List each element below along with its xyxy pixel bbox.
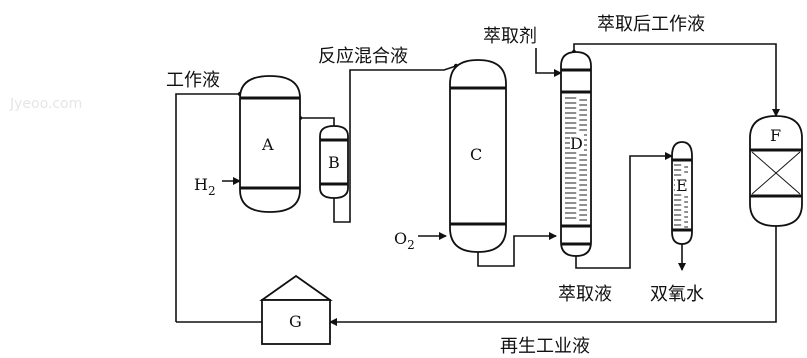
- vessel-b: B: [319, 125, 349, 199]
- working-liquid-label: 工作液: [166, 70, 220, 91]
- working-liquid-pipe: [175, 93, 240, 322]
- label-backdrop: [675, 176, 689, 194]
- unit-label-f: F: [770, 126, 781, 145]
- regenerator-f: F: [749, 115, 803, 227]
- unit-label-a: A: [261, 135, 274, 154]
- reactor-a: A: [239, 75, 301, 213]
- unit-label-e: E: [676, 176, 688, 195]
- oxygen-label: O2: [394, 229, 415, 252]
- reaction-mixture-label: 反应混合液: [318, 46, 408, 67]
- oxidizer-c: C: [449, 59, 507, 253]
- extracted-working-liquid-label: 萃取后工作液: [597, 14, 705, 35]
- a-to-b-pipe: [300, 117, 335, 126]
- unit-g: G: [259, 274, 333, 345]
- unit-label-d: D: [570, 134, 583, 153]
- unit-label-c: C: [470, 145, 482, 164]
- extractant-pipe: [535, 48, 562, 77]
- extracted-working-liquid-pipe: [573, 43, 780, 117]
- regenerated-liquid-pipe: [329, 226, 777, 326]
- unit-label-g: G: [289, 312, 302, 331]
- extractant-label: 萃取剂: [483, 26, 537, 47]
- unit-label-b: B: [328, 153, 340, 172]
- watermark: Jyeoo.com: [9, 96, 82, 112]
- label-backdrop: [570, 134, 584, 152]
- extract-liquid-label: 萃取液: [558, 284, 612, 305]
- regenerated-liquid-label: 再生工业液: [500, 336, 590, 357]
- c-to-d-pipe: [477, 232, 557, 267]
- extraction-column-d: D: [560, 51, 592, 257]
- extract-liquid-pipe: [575, 152, 673, 269]
- purification-column-e: E: [671, 141, 693, 245]
- reaction-mixture-pipe: [333, 65, 457, 223]
- hydrogen-label: H2: [194, 175, 216, 198]
- label-backdrop: [768, 126, 784, 144]
- hydrogen-peroxide-label: 双氧水: [650, 284, 704, 305]
